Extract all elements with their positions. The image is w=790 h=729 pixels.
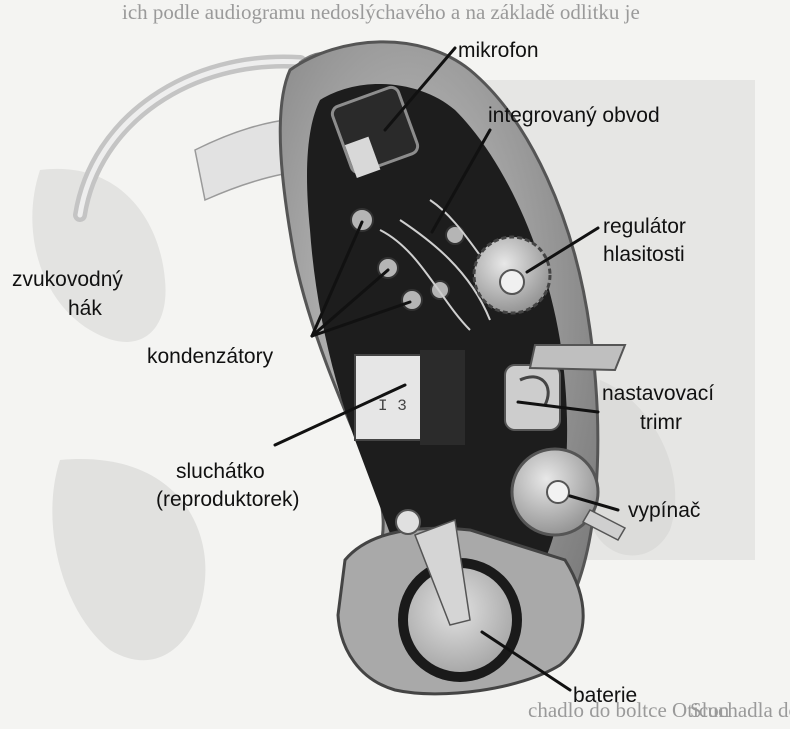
label-nastavovaci-line2: trimr xyxy=(640,410,682,435)
label-mikrofon: mikrofon xyxy=(458,38,539,63)
label-zvukovodny-line2: hák xyxy=(68,296,102,321)
label-sluchatko-line2: (reproduktorek) xyxy=(156,487,300,512)
label-zvukovodny-line1: zvukovodný xyxy=(12,267,123,292)
label-baterie: baterie xyxy=(573,683,637,708)
label-integrovany-obvod: integrovaný obvod xyxy=(488,103,660,128)
label-vypinac: vypínač xyxy=(628,498,700,523)
bg-text-top: ich podle audiogramu nedoslýchavého a na… xyxy=(122,0,640,25)
label-sluchatko-line1: sluchátko xyxy=(176,459,265,484)
bg-text-bottom-right: Sluchadla do b xyxy=(690,698,790,723)
label-nastavovaci-line1: nastavovací xyxy=(602,381,714,406)
svg-text:I 3: I 3 xyxy=(378,397,407,415)
label-kondenzatory: kondenzátory xyxy=(147,344,273,369)
label-regulator-line1: regulátor xyxy=(603,214,686,239)
label-regulator-line2: hlasitosti xyxy=(603,242,685,267)
